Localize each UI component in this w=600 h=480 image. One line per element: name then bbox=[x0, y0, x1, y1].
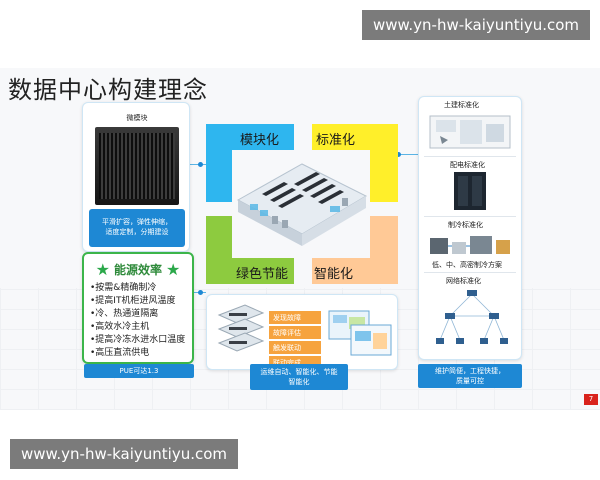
star-icon: ★ bbox=[95, 260, 110, 279]
ops-caption: 运维自动、智能化、节能 智能化 bbox=[250, 364, 348, 390]
standard-label: 标准化 bbox=[316, 133, 356, 148]
green-label: 绿色节能 bbox=[236, 267, 289, 282]
star-icon: ★ bbox=[166, 260, 181, 279]
network-standard-label: 网络标准化 bbox=[446, 277, 481, 285]
energy-item: •冷、热通道隔离 bbox=[90, 309, 159, 319]
energy-header: ★ 能源效率 ★ bbox=[84, 260, 192, 279]
micro-module-card: 微模块 平滑扩容，弹性伸缩， 适度定制，分期建设 bbox=[82, 102, 190, 252]
energy-item: •高压直流供电 bbox=[90, 348, 150, 358]
watermark-banner-bottom[interactable]: www.yn-hw-kaiyuntiyu.com bbox=[10, 439, 238, 469]
cooling-standard-label: 制冷标准化 bbox=[448, 221, 483, 229]
divider bbox=[424, 272, 516, 273]
green-quadrant bbox=[206, 258, 294, 284]
micro-module-caption-line1: 平滑扩容，弹性伸缩， bbox=[102, 218, 172, 226]
standard-quadrant bbox=[312, 124, 398, 150]
server-layout-image bbox=[217, 304, 265, 352]
divider bbox=[424, 156, 516, 157]
standardization-caption-line1: 维护简便，工程快捷， bbox=[435, 367, 505, 375]
ops-step: 故障评估 bbox=[269, 326, 321, 339]
energy-item: •按需&精确制冷 bbox=[90, 283, 157, 293]
building-layout-image bbox=[429, 115, 511, 149]
energy-list: •按需&精确制冷 •提高IT机柜进风温度 •冷、热通道隔离 •高效水冷主机 •提… bbox=[90, 282, 194, 360]
watermark-banner-top[interactable]: www.yn-hw-kaiyuntiyu.com bbox=[362, 10, 590, 40]
energy-item: •提高IT机柜进风温度 bbox=[90, 296, 176, 306]
energy-title: 能源效率 bbox=[113, 263, 162, 277]
micro-module-title: 微模块 bbox=[126, 114, 148, 122]
page-number: 7 bbox=[584, 394, 598, 405]
ops-step: 发现故障 bbox=[269, 311, 321, 324]
standardization-caption-line2: 质量可控 bbox=[456, 377, 484, 385]
ops-step: 触发联动 bbox=[269, 341, 321, 354]
modular-label: 模块化 bbox=[240, 133, 280, 148]
micro-module-caption: 平滑扩容，弹性伸缩， 适度定制，分期建设 bbox=[89, 209, 185, 247]
connector-right bbox=[398, 154, 418, 155]
ops-caption-line2: 智能化 bbox=[288, 378, 310, 386]
power-standard-label: 配电标准化 bbox=[450, 161, 485, 169]
ops-caption-line1: 运维自动、智能化、节能 bbox=[260, 368, 338, 376]
pue-caption: PUE可达1.3 bbox=[84, 364, 194, 378]
standardization-caption: 维护简便，工程快捷， 质量可控 bbox=[418, 364, 522, 388]
monitoring-screens-image bbox=[328, 310, 392, 356]
ops-workflow-list: 发现故障 故障评估 触发联动 联动完成 bbox=[269, 311, 321, 371]
slide-title: 数据中心构建理念 bbox=[8, 76, 208, 104]
connector-dot-left bbox=[198, 162, 203, 167]
energy-item: •提高冷冻水进水口温度 bbox=[90, 335, 186, 345]
smart-quadrant bbox=[312, 258, 398, 284]
cooling-note: 低、中、高密制冷方案 bbox=[432, 261, 502, 269]
presentation-slide: 数据中心构建理念 微模块 平滑扩容，弹性伸缩， 适度定制，分期建设 ★ 能源效率… bbox=[0, 68, 600, 410]
micro-module-caption-line2: 适度定制，分期建设 bbox=[105, 228, 169, 236]
operations-card: 发现故障 故障评估 触发联动 联动完成 bbox=[206, 294, 398, 370]
energy-item: •高效水冷主机 bbox=[90, 322, 150, 332]
civil-standard-label: 土建标准化 bbox=[444, 101, 479, 109]
connector-dot-bottom bbox=[198, 290, 203, 295]
network-topology-image bbox=[436, 290, 508, 344]
energy-efficiency-card: ★ 能源效率 ★ •按需&精确制冷 •提高IT机柜进风温度 •冷、热通道隔离 •… bbox=[82, 252, 194, 364]
data-center-floorplan-image bbox=[236, 163, 368, 246]
divider bbox=[424, 216, 516, 217]
cooling-equipment-image bbox=[430, 236, 510, 254]
power-cabinet-image bbox=[454, 172, 486, 210]
modular-quadrant bbox=[206, 124, 294, 150]
server-rack-image bbox=[95, 127, 179, 205]
connector-dot-right bbox=[396, 152, 401, 157]
smart-label: 智能化 bbox=[314, 267, 354, 282]
